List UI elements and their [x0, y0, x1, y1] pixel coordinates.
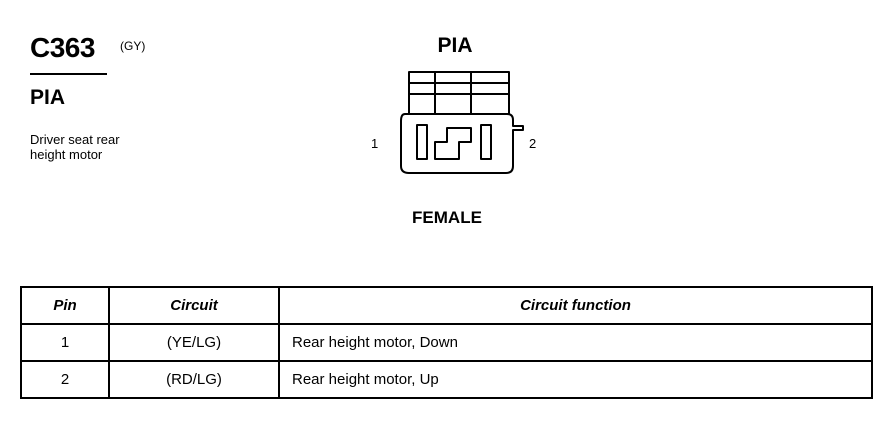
terminal-cavity-1 — [416, 124, 428, 160]
pin-number-2: 2 — [529, 136, 537, 151]
pin-number-1: 1 — [371, 136, 379, 151]
cell-circuit: (YE/LG) — [108, 323, 280, 362]
header-circuit: Circuit — [108, 286, 280, 325]
pin-table: Pin Circuit Circuit function 1 (YE/LG) R… — [20, 286, 873, 399]
connector-description: Driver seat rear height motor — [30, 132, 120, 162]
connector-face-diagram — [400, 71, 524, 174]
connector-id: C363 — [30, 32, 95, 63]
keying-feature — [434, 127, 472, 160]
table-row: 1 (YE/LG) Rear height motor, Down — [20, 323, 873, 362]
harness-housing — [408, 71, 510, 115]
connector-gender: FEMALE — [412, 208, 482, 227]
terminal-cavity-2 — [480, 124, 492, 160]
connector-color: (GY) — [120, 39, 146, 53]
cell-pin: 1 — [20, 323, 110, 362]
title-underline — [30, 73, 107, 75]
connector-body-outline — [400, 113, 524, 174]
cell-circuit: (RD/LG) — [108, 360, 280, 399]
cell-function: Rear height motor, Down — [278, 323, 873, 362]
connector-code: PIA — [30, 86, 66, 109]
table-row: 2 (RD/LG) Rear height motor, Up — [20, 360, 873, 399]
header-pin: Pin — [20, 286, 110, 325]
diagram-title: PIA — [437, 34, 473, 57]
header-circuit-function: Circuit function — [278, 286, 873, 325]
table-header-row: Pin Circuit Circuit function — [20, 286, 873, 325]
cell-pin: 2 — [20, 360, 110, 399]
cell-function: Rear height motor, Up — [278, 360, 873, 399]
